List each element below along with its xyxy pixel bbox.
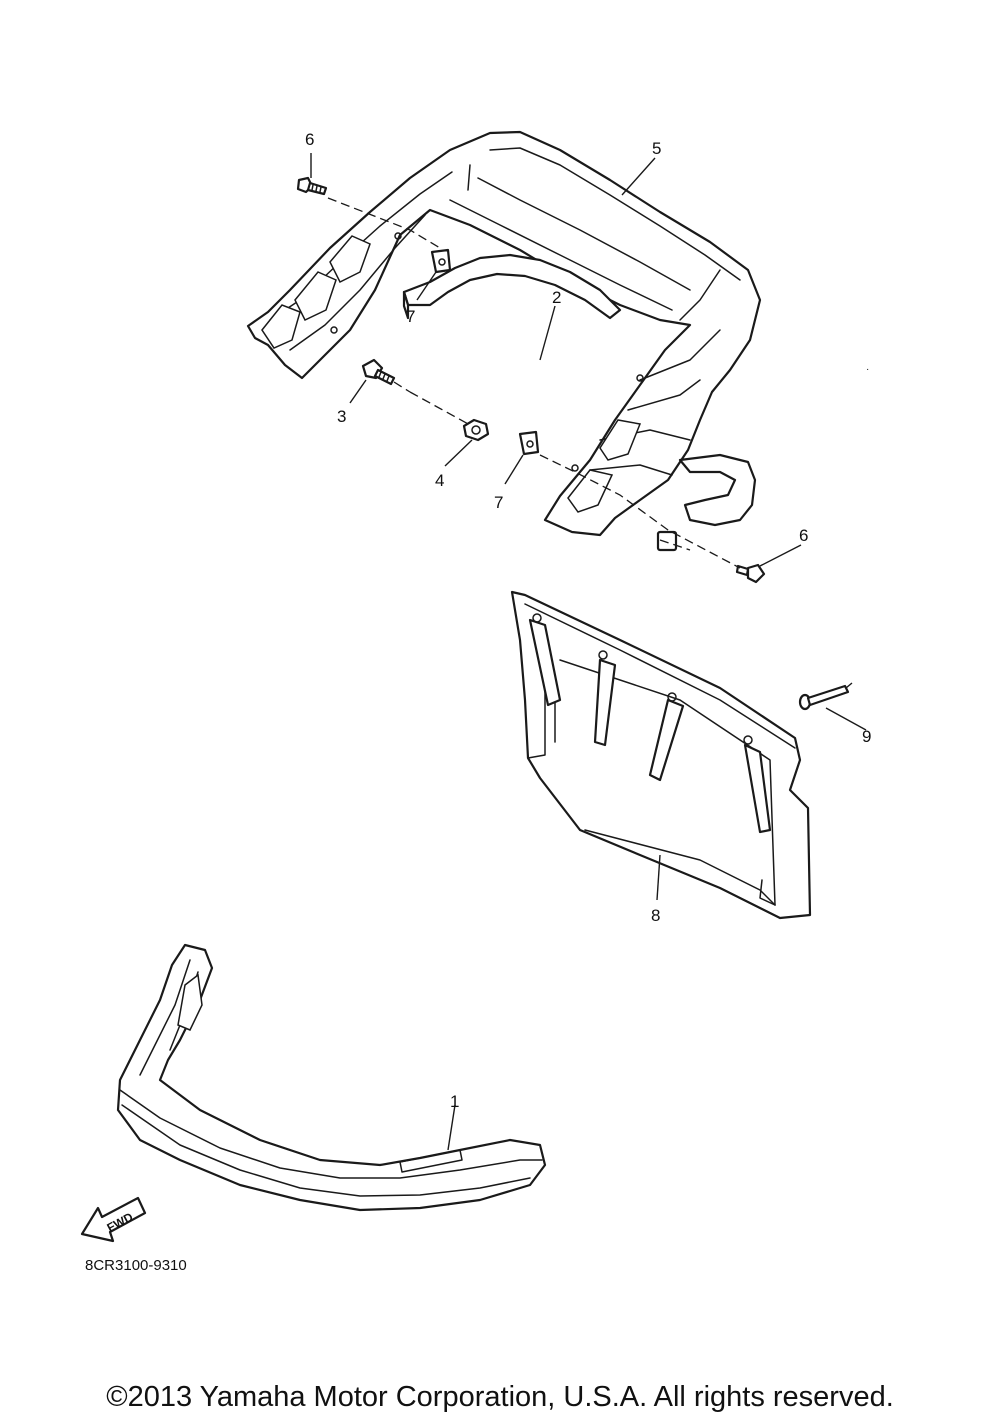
part-code: 8CR3100-9310 [85, 1257, 187, 1274]
callout-7-top: 7 [406, 307, 415, 326]
rivet-part-9 [798, 682, 853, 711]
callout-7-mid: 7 [494, 493, 503, 512]
callout-6-top: 6 [305, 130, 314, 149]
callout-8: 8 [651, 906, 660, 925]
copyright-notice: ©2013 Yamaha Motor Corporation, U.S.A. A… [106, 1381, 894, 1413]
bolt-part-3 [361, 358, 396, 386]
stray-dot: · [866, 364, 869, 375]
callout-9: 9 [862, 727, 871, 746]
assembly-lines [327, 197, 741, 569]
mud-flap-part-8 [510, 590, 812, 920]
clip-part-7-top [430, 248, 452, 274]
clip-part-7-mid [518, 430, 540, 456]
bolt-part-6-right [735, 563, 766, 584]
callout-6-right: 6 [799, 526, 808, 545]
callout-1: 1 [450, 1092, 459, 1111]
front-bumper-part-1 [116, 943, 547, 1212]
callout-4: 4 [435, 471, 444, 490]
nut-part-4 [462, 418, 490, 442]
rear-grab-bar-part-5 [246, 130, 762, 537]
leader-lines [310, 153, 867, 1151]
bracket-part-2 [402, 253, 757, 552]
callout-2: 2 [552, 288, 561, 307]
callout-5: 5 [652, 139, 661, 158]
fwd-direction-arrow: FWD [80, 1196, 147, 1243]
callout-3: 3 [337, 407, 346, 426]
bolt-part-6-top [296, 176, 328, 196]
callouts: 6 5 7 2 3 4 7 6 9 8 1 [305, 130, 871, 1111]
